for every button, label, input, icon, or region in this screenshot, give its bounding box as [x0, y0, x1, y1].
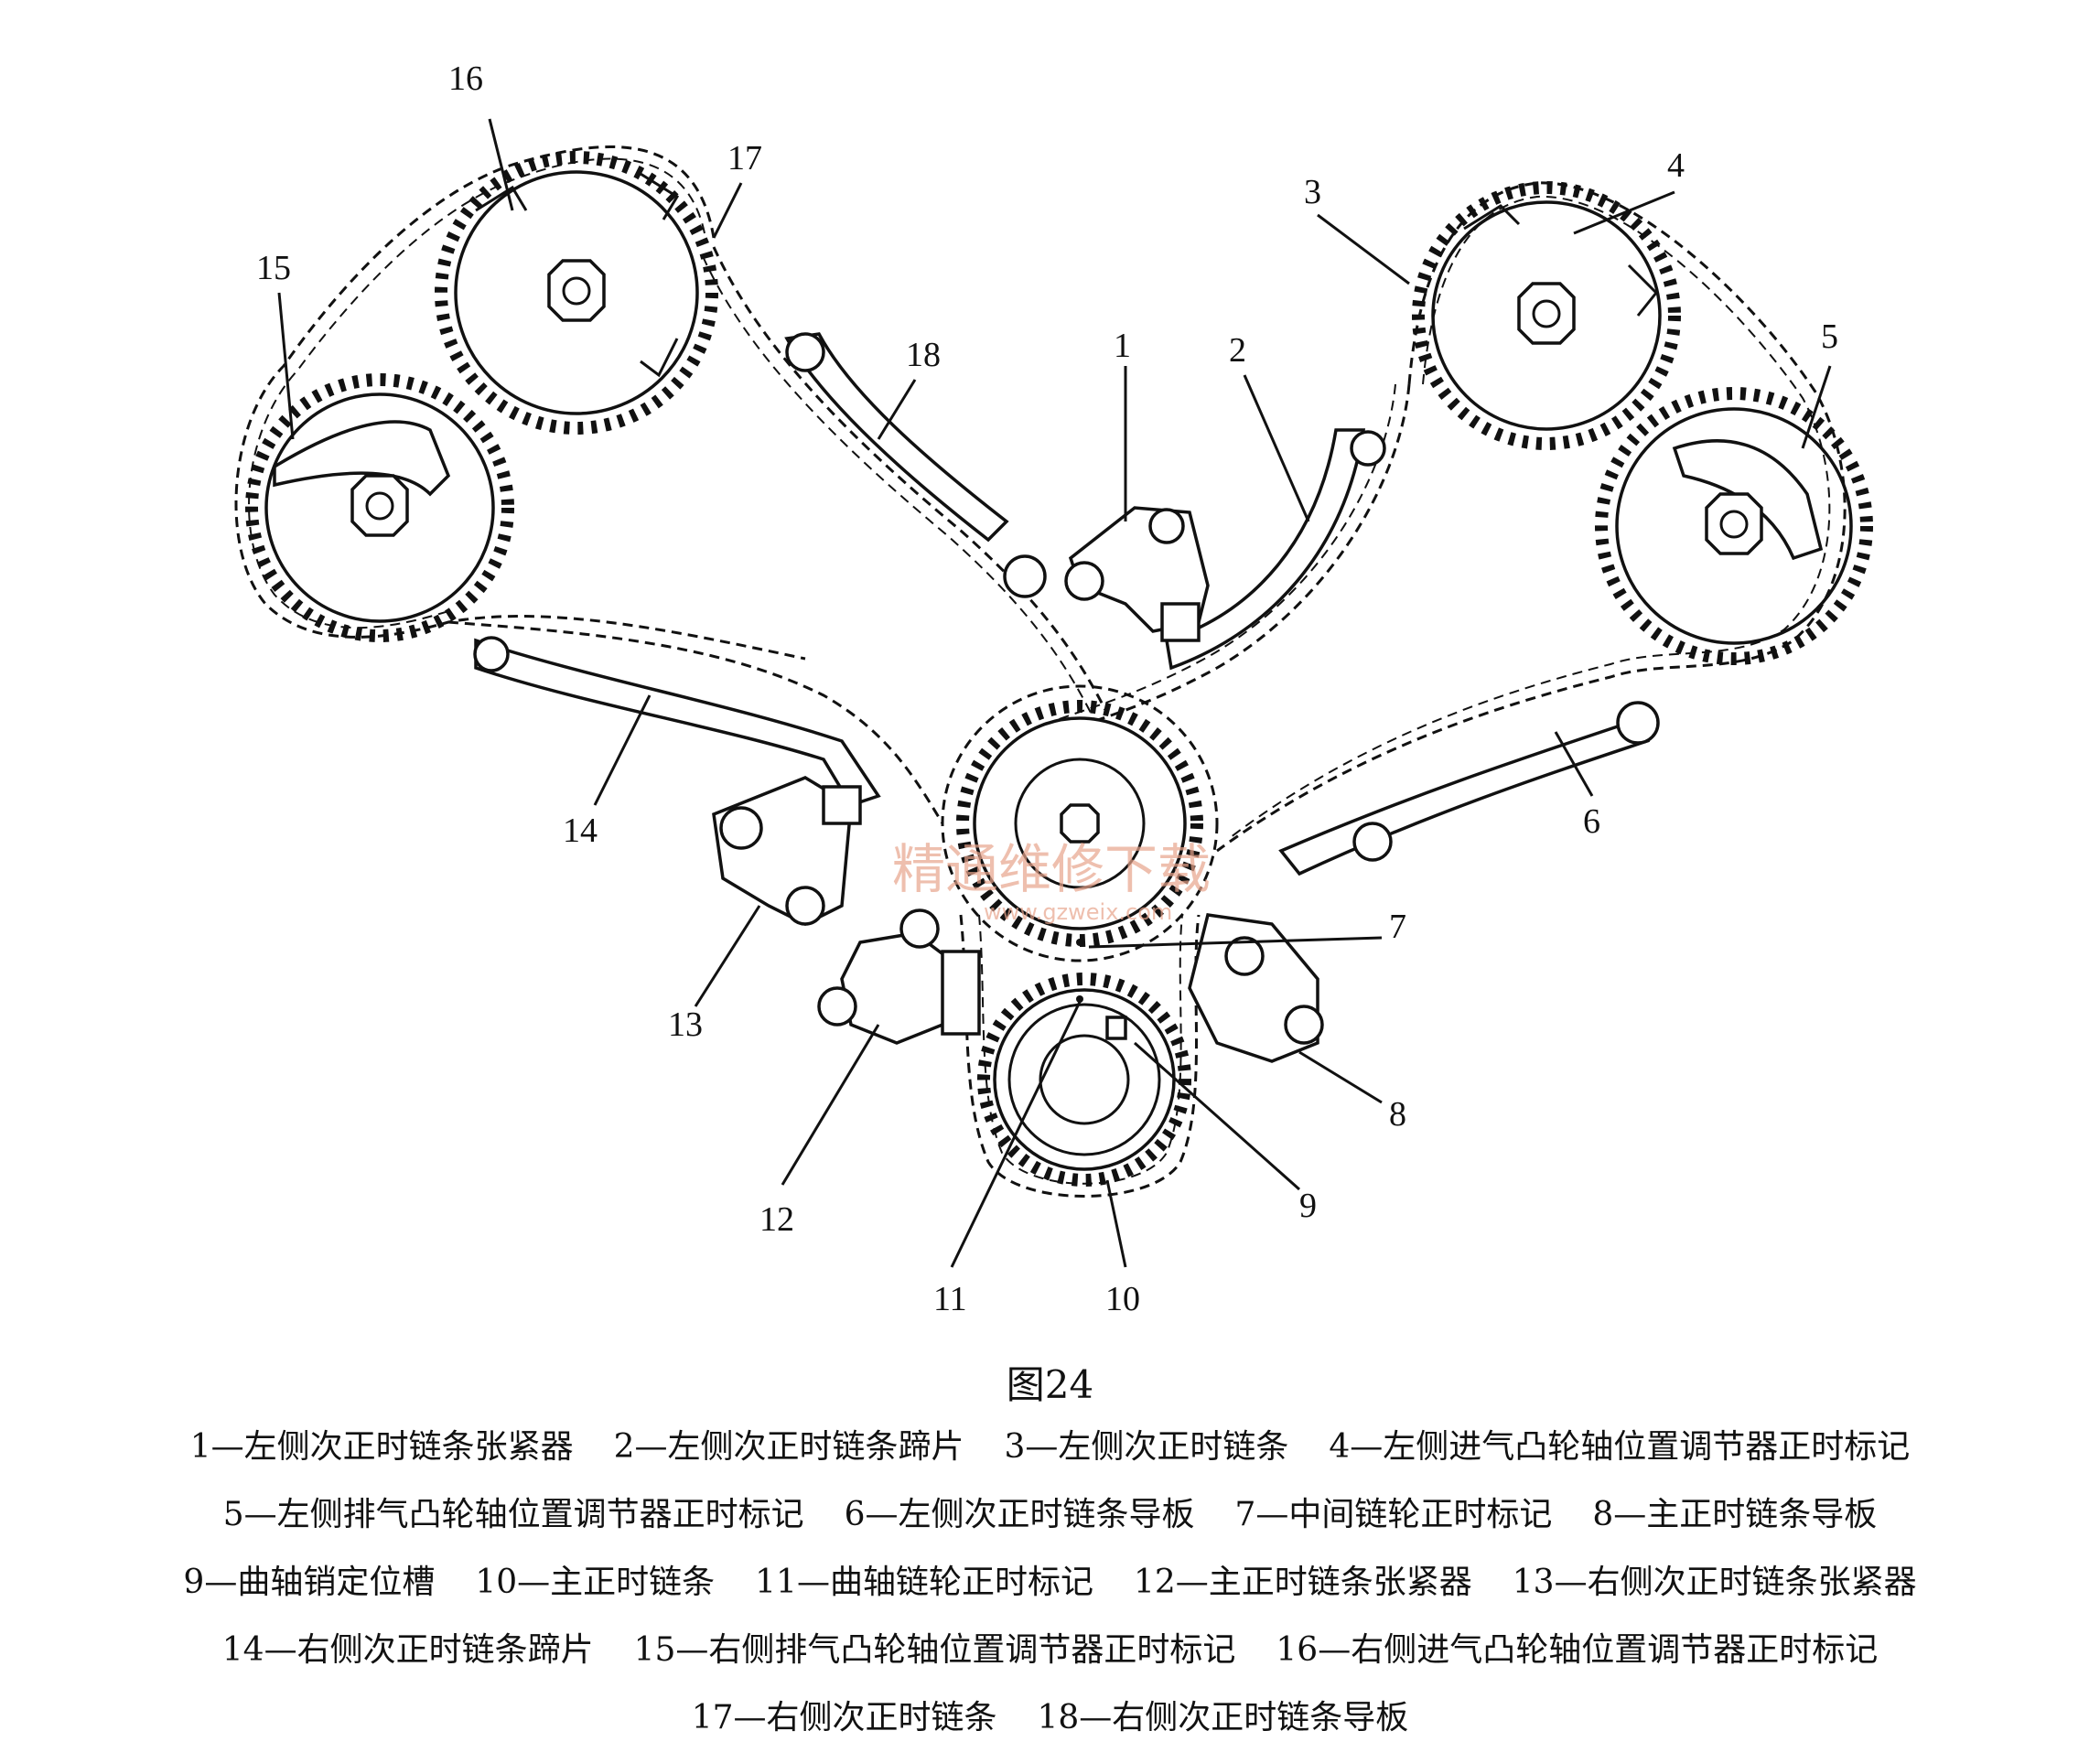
callout-4: 4: [1667, 146, 1685, 185]
right-intake-camshaft-sprocket: [435, 151, 718, 435]
right-secondary-chain-shoe: [473, 636, 881, 808]
right-secondary-chain-guide: [784, 332, 1047, 598]
legend-row: 17—右侧次正时链条 18—右侧次正时链条导板: [0, 1684, 2100, 1752]
right-exhaust-camshaft-sprocket: [245, 373, 514, 642]
callout-5: 5: [1821, 317, 1838, 356]
primary-timing-chain: [959, 914, 1201, 1198]
left-exhaust-camshaft-sprocket: [1595, 387, 1873, 665]
primary-chain-guide: [1188, 913, 1324, 1063]
callout-2: 2: [1229, 331, 1246, 370]
legend-item: 3—左侧次正时链条: [1004, 1428, 1289, 1466]
left-intake-camshaft-sprocket: [1412, 181, 1681, 450]
right-secondary-timing-chain-loop: [234, 145, 806, 661]
callout-14: 14: [563, 812, 598, 850]
right-secondary-chain-lower-run: [447, 620, 944, 824]
callout-1: 1: [1114, 327, 1131, 365]
primary-chain-tensioner: [817, 908, 981, 1045]
legend-item: 9—曲轴销定位槽: [183, 1564, 436, 1601]
legend-item: 14—右侧次正时链条蹄片: [221, 1631, 594, 1669]
callout-17: 17: [727, 139, 762, 177]
timing-chain-diagram: 精通维修下载 www.gzweix.com 1 2 3 4 5 6 7 8 9 …: [234, 59, 1873, 1318]
legend-item: 16—右侧进气凸轮轴位置调节器正时标记: [1276, 1631, 1879, 1669]
legend-item: 12—主正时链条张紧器: [1133, 1564, 1472, 1601]
callout-16: 16: [448, 59, 483, 98]
callout-12: 12: [759, 1200, 794, 1239]
callout-6: 6: [1583, 802, 1600, 841]
callout-8: 8: [1389, 1095, 1406, 1134]
legend-item: 1—左侧次正时链条张紧器: [189, 1428, 574, 1466]
watermark-sub: www.gzweix.com: [984, 899, 1172, 925]
left-secondary-chain-guide: [1278, 701, 1660, 876]
legend-item: 5—左侧排气凸轮轴位置调节器正时标记: [222, 1496, 804, 1533]
callout-18: 18: [906, 336, 941, 374]
legend-row: 14—右侧次正时链条蹄片 15—右侧排气凸轮轴位置调节器正时标记 16—右侧进气…: [0, 1617, 2100, 1684]
callout-10: 10: [1105, 1280, 1140, 1318]
legend-item: 15—右侧排气凸轮轴位置调节器正时标记: [633, 1631, 1236, 1669]
legend-item: 2—左侧次正时链条蹄片: [613, 1428, 964, 1466]
legend-item: 13—右侧次正时链条张紧器: [1512, 1564, 1917, 1601]
callout-15: 15: [256, 249, 291, 287]
legend: 1—左侧次正时链条张紧器 2—左侧次正时链条蹄片 3—左侧次正时链条 4—左侧进…: [0, 1414, 2100, 1752]
legend-row: 9—曲轴销定位槽 10—主正时链条 11—曲轴链轮正时标记 12—主正时链条张紧…: [0, 1549, 2100, 1617]
left-secondary-chain-shoe: [1165, 428, 1386, 671]
legend-item: 17—右侧次正时链条: [691, 1699, 997, 1736]
crankshaft-sprocket: [977, 973, 1191, 1187]
left-secondary-timing-chain-loop: [1216, 181, 1847, 853]
callout-9: 9: [1299, 1187, 1317, 1225]
callout-3: 3: [1304, 173, 1321, 211]
crankshaft-sprocket-timing-mark: [1076, 995, 1083, 1003]
legend-item: 18—右侧次正时链条导板: [1037, 1699, 1409, 1736]
callout-13: 13: [668, 1005, 703, 1044]
left-secondary-chain-run: [1042, 383, 1411, 743]
figure-label: 图24: [1006, 1362, 1094, 1407]
callout-11: 11: [933, 1280, 967, 1318]
legend-item: 6—左侧次正时链条导板: [844, 1496, 1195, 1533]
legend-row: 5—左侧排气凸轮轴位置调节器正时标记 6—左侧次正时链条导板 7—中间链轮正时标…: [0, 1481, 2100, 1549]
legend-item: 7—中间链轮正时标记: [1234, 1496, 1553, 1533]
watermark-main: 精通维修下载: [892, 838, 1211, 900]
right-secondary-chain-tensioner: [712, 776, 862, 926]
legend-item: 4—左侧进气凸轮轴位置调节器正时标记: [1329, 1428, 1911, 1466]
legend-item: 10—主正时链条: [475, 1564, 716, 1601]
legend-item: 11—曲轴链轮正时标记: [755, 1564, 1093, 1601]
legend-item: 8—主正时链条导板: [1592, 1496, 1878, 1533]
callout-7: 7: [1389, 908, 1406, 946]
intermediate-sprocket-timing-mark: [1076, 939, 1083, 946]
left-secondary-chain-tensioner: [1064, 506, 1210, 642]
legend-row: 1—左侧次正时链条张紧器 2—左侧次正时链条蹄片 3—左侧次正时链条 4—左侧进…: [0, 1414, 2100, 1481]
right-secondary-chain-run: [712, 246, 1109, 715]
